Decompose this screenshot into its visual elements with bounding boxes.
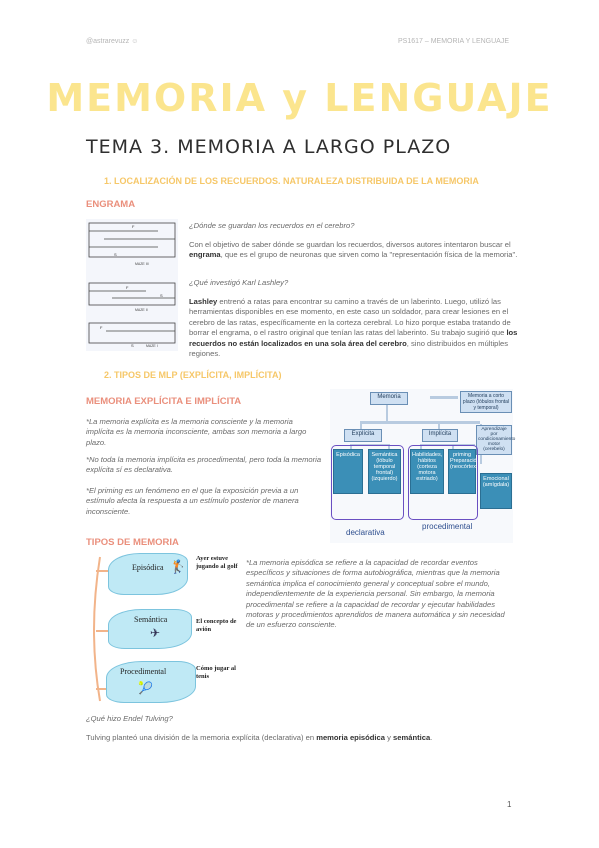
engrama-heading: ENGRAMA: [86, 199, 136, 210]
declarativa-outline: [331, 445, 404, 520]
smile-icon: ☺: [131, 38, 139, 45]
airplane-icon: ✈: [150, 626, 161, 640]
diagram-corto-plazo: Memoria a corto plazo (lóbulos frontal y…: [460, 391, 512, 413]
tipos-note: *La memoria episódica se refiere a la ca…: [246, 558, 505, 630]
topic-title: TEMA 3. MEMORIA A LARGO PLAZO: [86, 136, 452, 158]
tulving-paragraph: Tulving planteó una división de la memor…: [86, 733, 433, 742]
memory-diagram: Memoria Memoria a corto plazo (lóbulos f…: [330, 389, 515, 543]
maze-label-2: MAZE II: [135, 308, 148, 312]
diagram-episodica: Episódica: [333, 449, 363, 494]
tulving-question: ¿Qué hizo Endel Tulving?: [86, 714, 173, 723]
diagram-memoria: Memoria: [370, 392, 408, 405]
golfer-icon: 🏌: [170, 559, 187, 574]
diagram-procedimental-label: procedimental: [422, 522, 473, 531]
engrama-question-1: ¿Dónde se guardan los recuerdos en el ce…: [189, 221, 355, 230]
section-2-heading: 2. TIPOS DE MLP (EXPLÍCITA, IMPLÍCITA): [104, 370, 282, 380]
maze-mark: F: [132, 224, 135, 229]
engrama-paragraph-2: Lashley entrenó a ratas para encontrar s…: [189, 297, 518, 359]
diagram-semantica: Semántica (lóbulo temporal frontal) (izq…: [368, 449, 401, 494]
episodica-cloud: [108, 553, 188, 595]
diagram-aprendizaje: Aprendizaje por condicionamiento motor (…: [476, 425, 515, 455]
maze-label-3: MAZE III: [135, 262, 149, 266]
explicita-note-3: *El priming es un fenómeno en el que la …: [86, 486, 299, 516]
explicita-note-2: *No toda la memoria implícita es procedi…: [86, 455, 322, 475]
procedimental-label: Procedimental: [120, 667, 167, 676]
diagram-declarativa-label: declarativa: [346, 528, 385, 537]
maze-mark: S: [114, 252, 117, 257]
diagram-emocional: Emocional (amígdala): [480, 473, 512, 509]
section-1-heading: 1. LOCALIZACIÓN DE LOS RECUERDOS. NATURA…: [104, 176, 479, 186]
maze-mark: S: [160, 293, 163, 298]
procedimental-outline: [408, 445, 478, 520]
episodica-label: Episódica: [132, 563, 164, 572]
page-number: 1: [507, 800, 512, 809]
diagram-priming: priming Preparación (neocórtex): [448, 449, 480, 494]
engrama-question-2: ¿Qué investigó Karl Lashley?: [189, 278, 289, 287]
engrama-paragraph-1: Con el objetivo de saber dónde se guarda…: [189, 240, 518, 260]
header-course: PS1617 – MEMORIA Y LENGUAJE: [398, 38, 510, 45]
maze-figure: MAZE III MAZE II MAZE I F S F S F S: [86, 219, 178, 351]
procedimental-cloud: [106, 661, 196, 703]
procedimental-example: Cómo jugar al tenis: [196, 665, 236, 680]
diagram-implicita: Implícita: [422, 429, 458, 442]
maze-mark: F: [126, 285, 129, 290]
episodica-example: Ayer estuve jugando al golf: [196, 555, 238, 570]
semantica-example: El concepto de avión: [196, 618, 237, 633]
header-author: @astrarevuzz ☺: [86, 38, 139, 45]
tennis-player-icon: 🎾: [138, 681, 153, 695]
maze-mark: F: [100, 325, 103, 330]
diagram-explicita: Explícita: [344, 429, 382, 442]
maze-label-1: MAZE I: [146, 344, 158, 348]
semantica-label: Semántica: [134, 615, 168, 624]
tipos-figure: Episódica 🏌 Ayer estuve jugando al golf …: [86, 551, 238, 709]
explicita-note-1: *La memoria explícita es la memoria cons…: [86, 417, 307, 447]
maze-mark: S: [131, 343, 134, 348]
page-title: MEMORIA y LENGUAJE: [46, 76, 553, 120]
diagram-habilidades: Habilidades, hábitos (corteza motora est…: [410, 449, 444, 494]
semantica-cloud: [108, 609, 192, 649]
tipos-heading: TIPOS DE MEMORIA: [86, 537, 179, 548]
explicita-heading: MEMORIA EXPLÍCITA E IMPLÍCITA: [86, 396, 242, 407]
